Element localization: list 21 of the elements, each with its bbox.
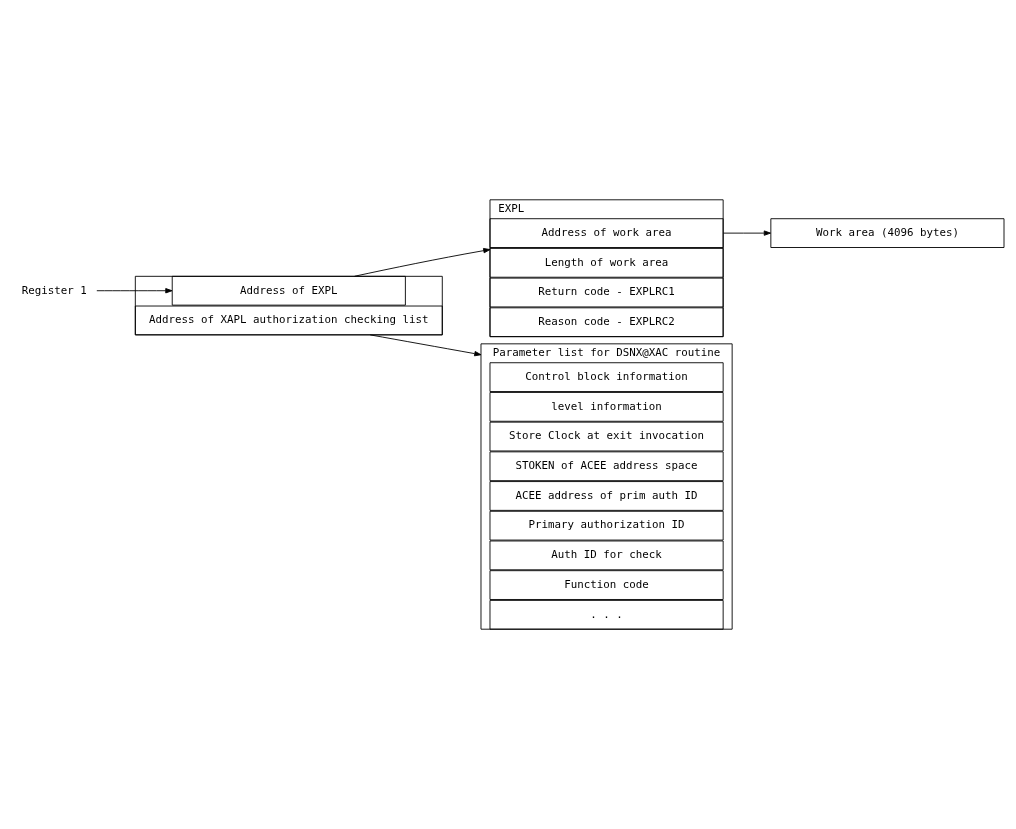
arrow — [369, 334, 482, 357]
node-box: ACEE address of prim auth ID — [489, 481, 724, 511]
node-box: STOKEN of ACEE address space — [489, 451, 724, 482]
node-text: Register 1 — [21, 283, 87, 297]
node-box: Address of EXPL — [171, 275, 406, 306]
arrow — [96, 288, 173, 294]
node-box: Function code — [489, 570, 724, 600]
node-box: Primary authorization ID — [489, 510, 724, 541]
node-box: Auth ID for check — [489, 540, 724, 571]
node-box: Address of XAPL authorization checking list — [134, 305, 443, 336]
node-box: Work area (4096 bytes) — [770, 218, 1005, 248]
node-box: Control block information — [489, 362, 724, 392]
node-box: Store Clock at exit invocation — [489, 421, 724, 452]
arrow — [354, 248, 491, 277]
arrow — [722, 230, 771, 236]
node-box: Reason code - EXPLRC2 — [489, 307, 724, 338]
node-box: Address of work area — [489, 218, 724, 248]
node-box: Length of work area — [489, 247, 724, 278]
node-box: Return code - EXPLRC1 — [489, 277, 724, 308]
node-box: level information — [489, 392, 724, 422]
node-box: . . . — [489, 599, 724, 630]
